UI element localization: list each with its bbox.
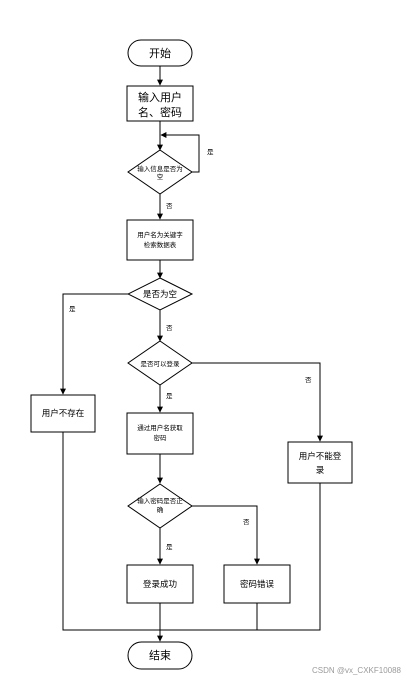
node-login-success-label: 登录成功 bbox=[143, 579, 177, 590]
node-check-password-label-line1: 输入密码是否正 bbox=[137, 496, 183, 505]
node-login-success: 登录成功 bbox=[126, 564, 194, 604]
edge-check-yes-loop bbox=[160, 132, 200, 173]
node-can-login: 是否可以登录 bbox=[127, 340, 193, 386]
node-get-password: 通过用户名获取 密码 bbox=[126, 412, 194, 455]
edge-labels: 是 否 是 否 是 否 是 否 bbox=[69, 148, 312, 551]
edge-label-pwd-correct-no: 否 bbox=[243, 518, 250, 526]
edge-label-input-empty-yes: 是 bbox=[207, 148, 214, 156]
node-can-login-label: 是否可以登录 bbox=[141, 359, 181, 368]
node-password-error-label: 密码错误 bbox=[240, 579, 275, 590]
node-password-error: 密码错误 bbox=[223, 564, 291, 604]
node-query-label-line1: 用户名为关键字 bbox=[137, 230, 183, 239]
edge-canlogin-no-to-cannotlogin bbox=[192, 362, 323, 442]
edge-pwderror-merge bbox=[160, 603, 258, 631]
node-is-empty-label: 是否为空 bbox=[143, 289, 177, 300]
edges bbox=[60, 66, 323, 642]
node-get-password-label-line1: 通过用户名获取 bbox=[137, 423, 183, 432]
node-start: 开始 bbox=[127, 39, 193, 67]
node-user-not-exist-label: 用户不存在 bbox=[42, 408, 85, 419]
node-check-input-label-line1: 输入信息是否为 bbox=[137, 164, 183, 173]
edge-checkpwd-no-to-pwderror bbox=[192, 505, 260, 565]
node-get-password-label-line2: 密码 bbox=[154, 433, 168, 442]
edge-label-pwd-correct-yes: 是 bbox=[166, 543, 173, 551]
node-check-input-label-line2: 空 bbox=[157, 172, 164, 181]
node-check-input-empty: 输入信息是否为 空 bbox=[127, 149, 193, 195]
edge-cannotlogin-merge bbox=[257, 483, 321, 631]
node-cannot-login: 用户不能登 录 bbox=[287, 441, 353, 484]
node-query-label-line2: 检索数据表 bbox=[144, 240, 177, 249]
edge-notexist-merge bbox=[62, 432, 160, 631]
node-cannot-login-label-line1: 用户不能登 bbox=[299, 451, 342, 462]
node-start-label: 开始 bbox=[149, 46, 171, 60]
node-user-not-exist: 用户不存在 bbox=[30, 394, 96, 433]
node-check-password-label-line2: 确 bbox=[157, 505, 164, 514]
edge-label-input-empty-no: 否 bbox=[166, 202, 173, 210]
edge-label-is-empty-no: 否 bbox=[166, 324, 173, 332]
node-end-label: 结束 bbox=[149, 649, 171, 662]
edge-label-is-empty-yes: 是 bbox=[69, 305, 76, 313]
node-input-user-pwd: 输入用户 名、密码 bbox=[126, 85, 194, 122]
edge-label-can-login-yes: 是 bbox=[166, 392, 173, 400]
edge-isempty-yes-to-notexist bbox=[60, 293, 128, 395]
node-cannot-login-label-line2: 录 bbox=[316, 466, 325, 476]
node-check-password: 输入密码是否正 确 bbox=[127, 483, 193, 529]
watermark: CSDN @vx_CXKF10088 bbox=[311, 666, 401, 675]
edge-label-can-login-no: 否 bbox=[305, 376, 312, 384]
node-input-label-line2: 名、密码 bbox=[138, 105, 182, 119]
node-is-empty: 是否为空 bbox=[126, 277, 194, 311]
node-query-by-username: 用户名为关键字 检索数据表 bbox=[126, 219, 194, 261]
node-end: 结束 bbox=[127, 641, 193, 670]
node-input-label-line1: 输入用户 bbox=[138, 90, 182, 104]
